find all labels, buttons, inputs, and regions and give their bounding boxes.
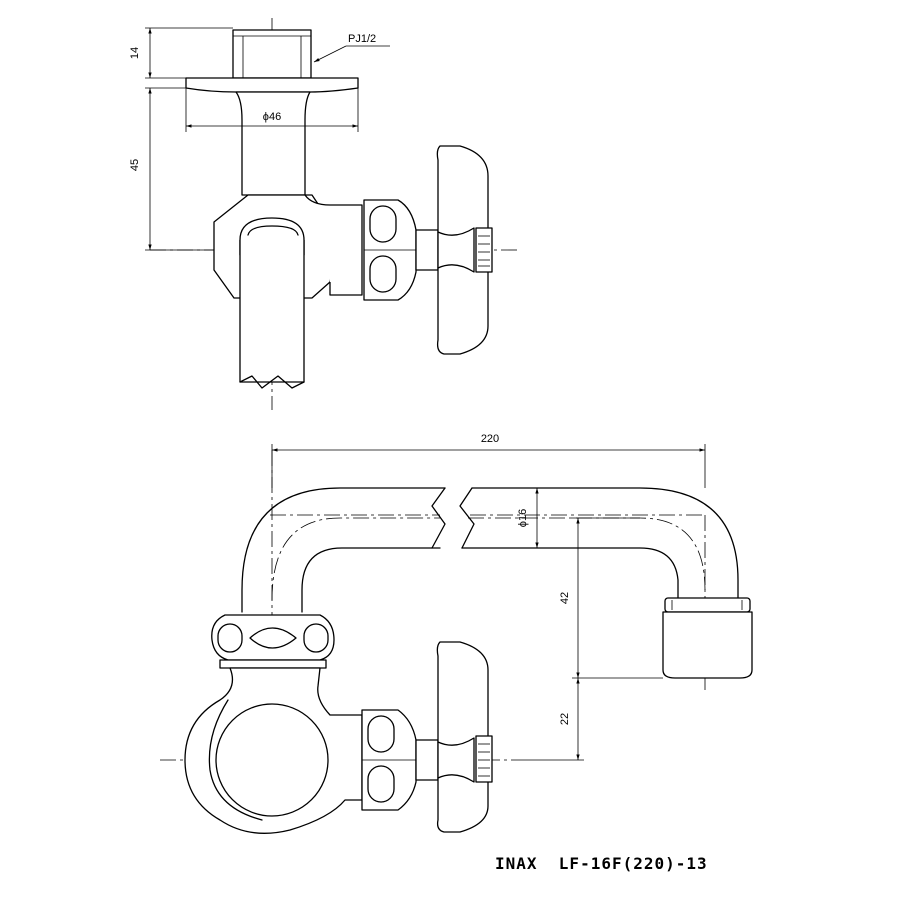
dim-spout-length-text: 220: [481, 433, 499, 445]
dim-outlet-height: 42: [559, 517, 663, 679]
dim-body-height: 45: [129, 87, 214, 251]
dim-pipe-diameter-text: ϕ16: [517, 509, 529, 527]
valve-nut-front: [361, 709, 417, 811]
spout-pipe: [241, 487, 739, 613]
dim-pipe-diameter: ϕ16: [517, 488, 539, 548]
thread-label: PJ1/2: [348, 33, 376, 45]
elbow-body: [184, 667, 363, 834]
thread-leader: PJ1/2: [313, 33, 390, 63]
dim-handle-height-text: 22: [559, 713, 571, 725]
thread-fitting: [232, 29, 312, 79]
valve-nut: [363, 199, 417, 301]
model-label: INAX LF-16F(220)-13: [495, 854, 708, 873]
valve-stem: [415, 229, 439, 271]
aerator: [662, 597, 753, 679]
dim-flange-height-text: 14: [129, 47, 141, 59]
lever-handle-front: [436, 641, 493, 833]
front-view: 220 ϕ16 42 22: [160, 433, 753, 834]
dim-flange-diameter-text: ϕ46: [263, 111, 281, 123]
dim-flange-diameter: ϕ46: [185, 88, 359, 132]
lever-handle: [436, 145, 493, 355]
dim-outlet-height-text: 42: [559, 592, 571, 604]
dim-spout-length: 220: [271, 433, 706, 488]
dim-flange-height: 14: [129, 27, 233, 79]
dim-body-height-text: 45: [129, 159, 141, 171]
outlet-pipe: [239, 240, 305, 389]
swivel-nut: [211, 614, 335, 669]
top-view: 14 45 ϕ46 PJ1/2: [129, 18, 520, 410]
valve-stem-front: [415, 739, 439, 781]
wall-flange: [185, 77, 359, 93]
dim-handle-height: 22: [520, 678, 584, 761]
